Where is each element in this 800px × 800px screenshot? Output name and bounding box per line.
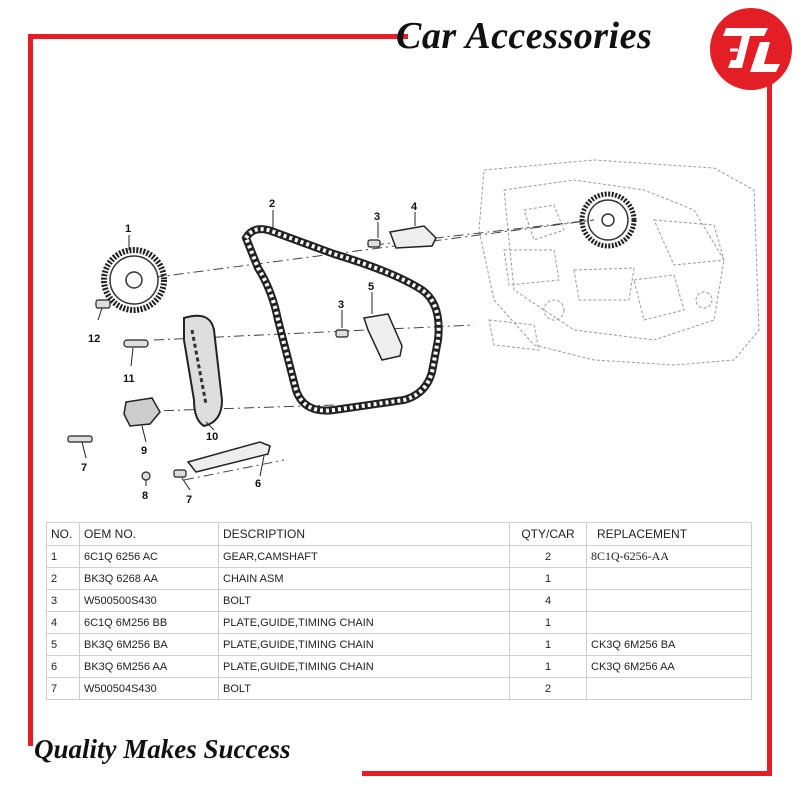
- table-row: 1 6C1Q 6256 AC GEAR,CAMSHAFT 2 8C1Q-6256…: [46, 545, 752, 568]
- cell-qty: 2: [509, 545, 587, 568]
- brand-title: Car Accessories: [396, 15, 653, 57]
- callout-label: 12: [88, 333, 100, 345]
- cell-replacement: CK3Q 6M256 BA: [586, 633, 752, 656]
- column-header: NO.: [46, 522, 80, 546]
- slogan: Quality Makes Success: [34, 734, 291, 764]
- table-row: 5 BK3Q 6M256 BA PLATE,GUIDE,TIMING CHAIN…: [46, 633, 752, 656]
- guide-plate-center-icon: [363, 313, 403, 361]
- cell-description: CHAIN ASM: [218, 567, 510, 590]
- parts-table: NO. OEM NO. DESCRIPTION QTY/CAR REPLACEM…: [46, 522, 752, 700]
- table-header-row: NO. OEM NO. DESCRIPTION QTY/CAR REPLACEM…: [46, 522, 752, 546]
- callout-label: 4: [411, 201, 418, 213]
- table-row: 2 BK3Q 6268 AA CHAIN ASM 1: [46, 567, 752, 590]
- callout-label: 8: [142, 490, 148, 502]
- cell-oem: W500500S430: [79, 589, 219, 612]
- cell-qty: 1: [509, 633, 587, 656]
- bolt-8-icon: [141, 471, 151, 481]
- guide-plate-lower-icon: [186, 441, 271, 473]
- callout-label: 6: [255, 478, 261, 490]
- cell-no: 4: [46, 611, 80, 634]
- column-header: DESCRIPTION: [218, 522, 510, 546]
- dowel-pin-icon: [123, 339, 149, 348]
- cell-qty: 1: [509, 567, 587, 590]
- callout-label: 2: [269, 198, 275, 210]
- cell-oem: BK3Q 6268 AA: [79, 567, 219, 590]
- cell-replacement: [586, 611, 752, 634]
- callout-label: 10: [206, 431, 218, 443]
- frame-border-bottom: [362, 771, 772, 776]
- table-row: 3 W500500S430 BOLT 4: [46, 589, 752, 612]
- callout-label: 7: [81, 462, 87, 474]
- callout-label: 3: [338, 299, 344, 311]
- cell-replacement: [586, 677, 752, 700]
- cell-qty: 2: [509, 677, 587, 700]
- callout-label: 7: [186, 494, 192, 506]
- cell-description: PLATE,GUIDE,TIMING CHAIN: [218, 633, 510, 656]
- cell-description: PLATE,GUIDE,TIMING CHAIN: [218, 611, 510, 634]
- cell-qty: 4: [509, 589, 587, 612]
- table-row: 6 BK3Q 6M256 AA PLATE,GUIDE,TIMING CHAIN…: [46, 655, 752, 678]
- cell-description: PLATE,GUIDE,TIMING CHAIN: [218, 655, 510, 678]
- table-row: 7 W500504S430 BOLT 2: [46, 677, 752, 700]
- cell-no: 7: [46, 677, 80, 700]
- cell-oem: BK3Q 6M256 AA: [79, 655, 219, 678]
- cell-oem: W500504S430: [79, 677, 219, 700]
- cell-description: GEAR,CAMSHAFT: [218, 545, 510, 568]
- cell-oem: BK3Q 6M256 BA: [79, 633, 219, 656]
- tensioner-icon: [123, 397, 161, 427]
- cell-replacement: [586, 589, 752, 612]
- cell-description: BOLT: [218, 677, 510, 700]
- guide-plate-top-icon: [388, 225, 437, 249]
- cell-oem: 6C1Q 6256 AC: [79, 545, 219, 568]
- cell-replacement: 8C1Q-6256-AA: [586, 545, 752, 568]
- callout-label: 1: [125, 223, 131, 235]
- callout-label: 3: [374, 211, 380, 223]
- cell-qty: 1: [509, 611, 587, 634]
- cell-qty: 1: [509, 655, 587, 678]
- frame-border-top: [28, 34, 408, 39]
- cell-replacement: CK3Q 6M256 AA: [586, 655, 752, 678]
- column-header: REPLACEMENT: [586, 522, 752, 546]
- jl-logo-icon: [710, 8, 792, 90]
- timing-chain-exploded-diagram: 1 2 3 4 3 5 12 11 10 9 7 8 7 6: [67, 159, 760, 506]
- cell-oem: 6C1Q 6M256 BB: [79, 611, 219, 634]
- callout-label: 9: [141, 445, 147, 457]
- cell-no: 3: [46, 589, 80, 612]
- cell-no: 1: [46, 545, 80, 568]
- callout-label: 5: [368, 281, 374, 293]
- engine-block-outline: [478, 159, 760, 366]
- bolt-7b-icon: [173, 469, 187, 478]
- frame-border-left: [28, 34, 33, 746]
- bolt-3b-icon: [335, 329, 349, 338]
- column-header: QTY/CAR: [509, 522, 587, 546]
- guide-plate-icon: [183, 314, 224, 428]
- bolt-7a-icon: [67, 435, 93, 443]
- timing-chain-icon: [241, 225, 443, 415]
- cell-replacement: [586, 567, 752, 590]
- callout-label: 11: [123, 373, 135, 385]
- bolt-3a-icon: [367, 239, 381, 248]
- cell-no: 5: [46, 633, 80, 656]
- camshaft-gear-right-icon: [579, 191, 637, 249]
- cell-description: BOLT: [218, 589, 510, 612]
- frame-border-right: [767, 80, 772, 776]
- table-row: 4 6C1Q 6M256 BB PLATE,GUIDE,TIMING CHAIN…: [46, 611, 752, 634]
- bolt-12-icon: [95, 299, 111, 309]
- column-header: OEM NO.: [79, 522, 219, 546]
- cell-no: 6: [46, 655, 80, 678]
- cell-no: 2: [46, 567, 80, 590]
- camshaft-gear-icon: [101, 247, 167, 313]
